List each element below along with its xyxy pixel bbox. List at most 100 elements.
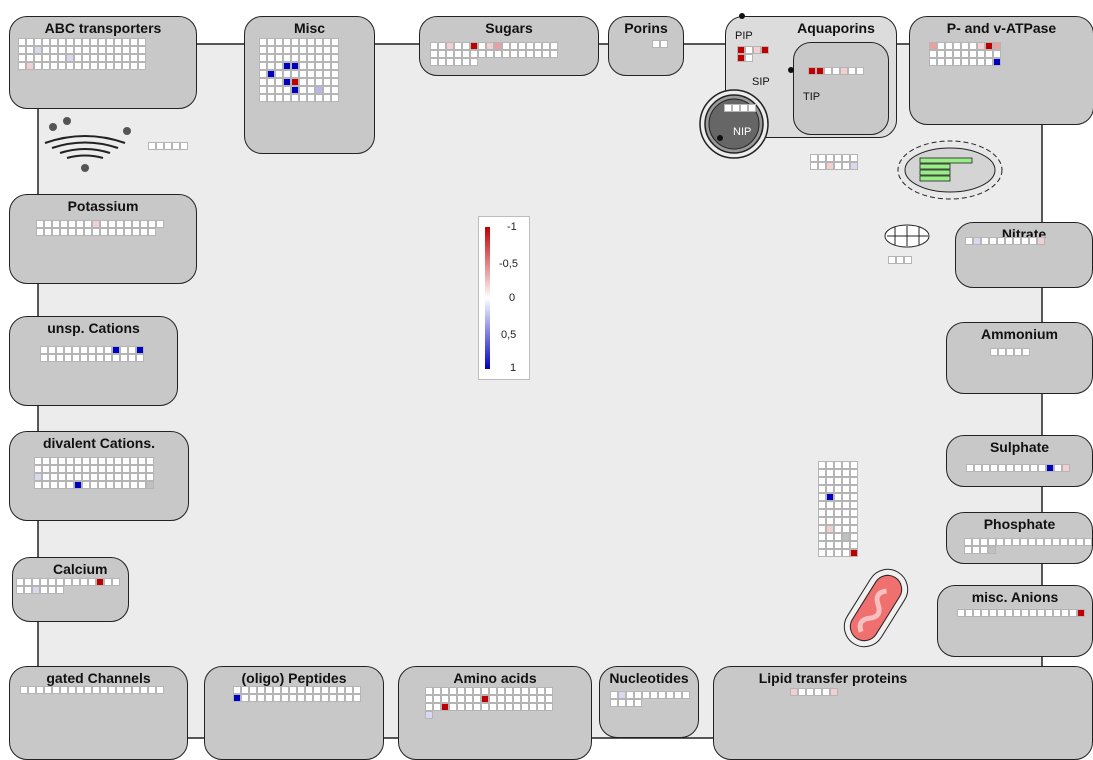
expression-cell <box>818 541 826 549</box>
expression-cell <box>850 493 858 501</box>
expression-cell <box>74 481 82 489</box>
expression-cell <box>1044 538 1052 546</box>
expression-cell <box>985 58 993 66</box>
expression-cell <box>972 538 980 546</box>
expression-cell <box>50 465 58 473</box>
expression-cell <box>745 54 753 62</box>
expression-grid <box>610 691 690 707</box>
expression-cell <box>626 691 634 699</box>
legend-tick: 0 <box>509 292 515 304</box>
expression-cell <box>283 38 291 46</box>
expression-cell <box>965 609 973 617</box>
expression-cell <box>834 517 842 525</box>
expression-cell <box>929 58 937 66</box>
expression-cell <box>834 501 842 509</box>
tip-box[interactable] <box>793 42 889 135</box>
expression-cell <box>953 58 961 66</box>
expression-cell <box>283 62 291 70</box>
expression-cell <box>259 46 267 54</box>
expression-cell <box>34 473 42 481</box>
expression-cell <box>50 46 58 54</box>
expression-grid <box>737 46 769 62</box>
legend-tick: -1 <box>507 221 517 233</box>
expression-cell <box>74 46 82 54</box>
expression-cell <box>315 94 323 102</box>
expression-cell <box>842 485 850 493</box>
expression-cell <box>44 686 52 694</box>
expression-cell <box>104 346 112 354</box>
expression-cell <box>26 54 34 62</box>
expression-grid <box>957 609 1085 617</box>
expression-cell <box>66 38 74 46</box>
expression-grid <box>790 688 838 696</box>
potassium-box[interactable]: Potassium <box>9 194 197 284</box>
expression-cell <box>58 465 66 473</box>
expression-cell <box>985 50 993 58</box>
expression-grid <box>36 220 164 236</box>
expression-cell <box>957 609 965 617</box>
expression-cell <box>291 94 299 102</box>
expression-cell <box>82 38 90 46</box>
expression-cell <box>291 54 299 62</box>
peptides-box[interactable]: (oligo) Peptides <box>204 666 384 760</box>
expression-cell <box>980 546 988 554</box>
expression-cell <box>977 58 985 66</box>
expression-cell <box>106 473 114 481</box>
expression-cell <box>108 220 116 228</box>
expression-cell <box>981 609 989 617</box>
lipid-transfer-title: Lipid transfer proteins <box>714 670 952 686</box>
expression-cell <box>465 695 473 703</box>
expression-cell <box>108 228 116 236</box>
expression-cell <box>315 70 323 78</box>
expression-cell <box>945 58 953 66</box>
expression-cell <box>307 78 315 86</box>
expression-cell <box>307 38 315 46</box>
expression-cell <box>842 162 850 170</box>
expression-cell <box>542 42 550 50</box>
expression-cell <box>122 54 130 62</box>
nitrate-box[interactable]: Nitrate <box>955 222 1093 288</box>
gated-channels-box[interactable]: gated Channels <box>9 666 188 760</box>
expression-cell <box>26 46 34 54</box>
expression-cell <box>1069 609 1077 617</box>
expression-cell <box>993 50 1001 58</box>
expression-cell <box>90 473 98 481</box>
expression-cell <box>826 461 834 469</box>
expression-cell <box>929 42 937 50</box>
expression-cell <box>124 220 132 228</box>
expression-cell <box>438 42 446 50</box>
expression-cell <box>40 586 48 594</box>
expression-cell <box>64 354 72 362</box>
expression-cell <box>840 67 848 75</box>
expression-cell <box>834 533 842 541</box>
expression-cell <box>130 465 138 473</box>
expression-cell <box>18 38 26 46</box>
atpase-title: P- and v-ATPase <box>910 20 1093 36</box>
expression-cell <box>32 586 40 594</box>
expression-cell <box>834 162 842 170</box>
expression-cell <box>337 694 345 702</box>
expression-cell <box>42 465 50 473</box>
atpase-box[interactable]: P- and v-ATPase <box>909 16 1093 125</box>
expression-cell <box>291 86 299 94</box>
expression-cell <box>502 42 510 50</box>
expression-cell <box>104 578 112 586</box>
expression-cell <box>545 703 553 711</box>
expression-cell <box>66 54 74 62</box>
expression-cell <box>56 346 64 354</box>
expression-cell <box>497 687 505 695</box>
expression-cell <box>521 695 529 703</box>
expression-cell <box>818 469 826 477</box>
expression-cell <box>44 228 52 236</box>
expression-cell <box>273 686 281 694</box>
expression-cell <box>80 346 88 354</box>
ammonium-box[interactable]: Ammonium <box>946 322 1093 394</box>
lipid-transfer-box[interactable]: Lipid transfer proteins <box>713 666 1093 760</box>
porins-box[interactable]: Porins <box>608 16 684 76</box>
expression-cell <box>283 54 291 62</box>
expression-cell <box>323 86 331 94</box>
misc-anions-box[interactable]: misc. Anions <box>937 585 1093 657</box>
sulphate-box[interactable]: Sulphate <box>946 435 1093 487</box>
expression-cell <box>50 473 58 481</box>
expression-cell <box>315 86 323 94</box>
